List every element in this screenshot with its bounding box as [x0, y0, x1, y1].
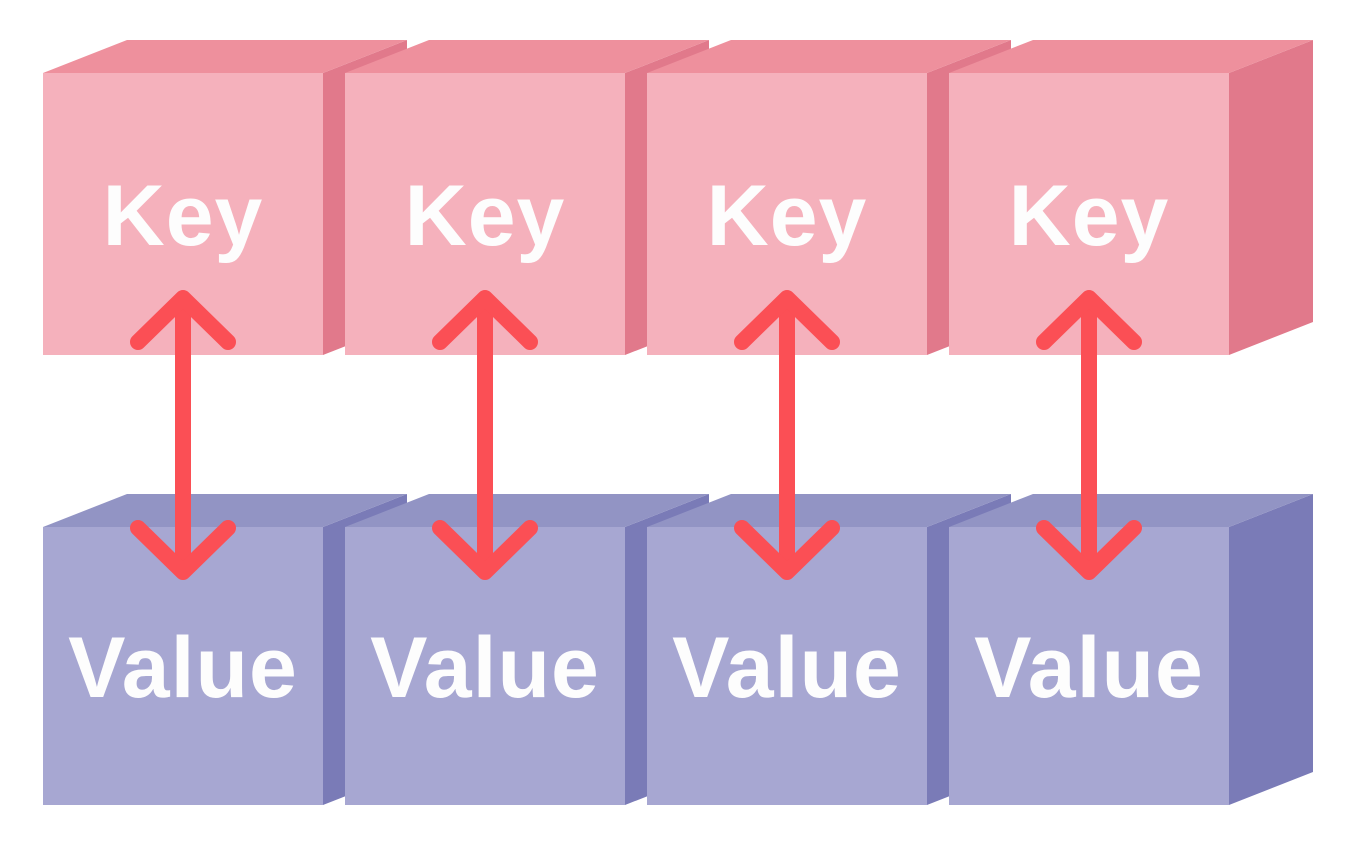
- cube-label: Key: [405, 168, 566, 264]
- cube-top-face: [949, 494, 1313, 527]
- cube-side-face: [1229, 40, 1313, 355]
- cube-top-face: [647, 40, 1011, 73]
- key-value-double-arrow-4: [1036, 290, 1142, 580]
- cube-top-face: [647, 494, 1011, 527]
- arrow-head-up: [432, 290, 538, 350]
- arrow-head-down: [130, 520, 236, 580]
- arrow-head-down: [432, 520, 538, 580]
- cube-top-face: [43, 40, 407, 73]
- cube-top-face: [43, 494, 407, 527]
- key-cube-4: Key: [949, 40, 1313, 355]
- cube-label: Key: [103, 168, 264, 264]
- cube-label: Value: [974, 620, 1204, 716]
- cube-label: Key: [1009, 168, 1170, 264]
- arrow-head-down: [734, 520, 840, 580]
- cube-label: Key: [707, 168, 868, 264]
- cube-side-face: [1229, 494, 1313, 805]
- value-row: Value Value Value Value: [43, 494, 1313, 805]
- arrow-head-down: [1036, 520, 1142, 580]
- cube-label: Value: [68, 620, 298, 716]
- arrow-head-up: [130, 290, 236, 350]
- arrow-head-up: [1036, 290, 1142, 350]
- cube-top-face: [345, 494, 709, 527]
- arrow-head-up: [734, 290, 840, 350]
- key-row: Key Key Key Key: [43, 40, 1313, 355]
- key-value-double-arrow-3: [734, 290, 840, 580]
- cube-top-face: [949, 40, 1313, 73]
- key-value-double-arrow-2: [432, 290, 538, 580]
- cube-label: Value: [672, 620, 902, 716]
- cube-top-face: [345, 40, 709, 73]
- value-cube-4: Value: [949, 494, 1313, 805]
- key-value-double-arrow-1: [130, 290, 236, 580]
- cube-label: Value: [370, 620, 600, 716]
